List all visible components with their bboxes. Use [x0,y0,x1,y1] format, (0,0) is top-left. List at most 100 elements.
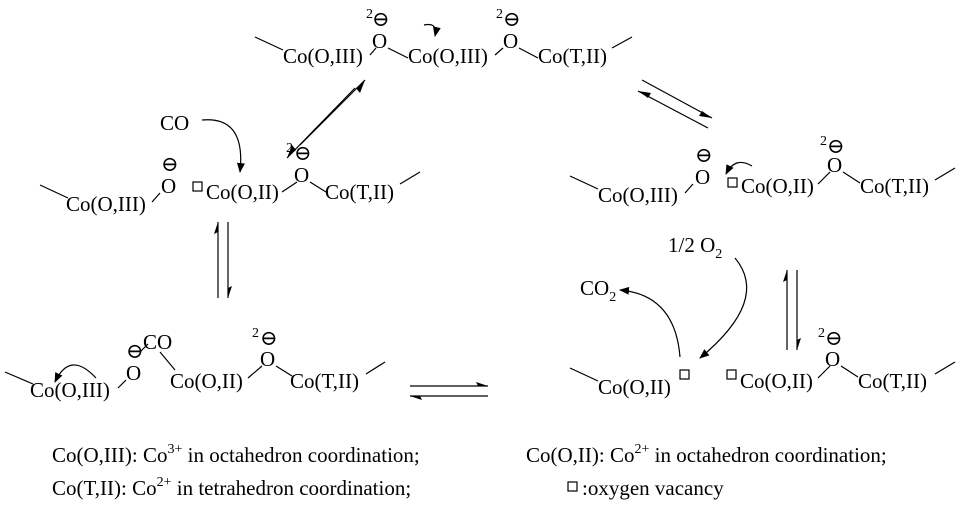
oxygen-vacancy-icon [679,369,690,380]
half-o2-label: 1/2 O2 [668,233,722,262]
charge-minus-symbol: ⊖ [695,143,713,167]
equilibrium-arrows-bottom-horizontal [410,382,488,400]
bond-line [518,47,539,59]
oxygen-label: O [260,347,275,371]
equilibrium-arrow-forward [286,87,356,159]
bond-line [494,47,504,56]
bond-line [4,371,34,385]
charge-minus-symbol: ⊖ [294,141,312,165]
right-bottom-structure: Co(O,II) Co(O,II) 2 ⊖ O Co(T,II) [569,326,956,399]
co-t-ii-label: Co(T,II) [290,369,359,393]
bond-line [934,361,956,375]
equilibrium-arrow-reverse [299,79,366,146]
bond-line [117,379,127,389]
oxygen-vacancy-icon [726,369,737,380]
co-o-iii-label: Co(O,III) [283,44,363,68]
bond-line [684,183,694,194]
equilibrium-arrows-left-vertical [214,222,232,298]
co2-label: CO2 [580,276,616,305]
bond-line [247,365,263,379]
co2-release-arrow [619,286,681,358]
legend-co-o-iii: Co(O,III): Co3+ in octahedron coordinati… [52,442,420,467]
oxygen-label: O [126,361,141,385]
co-o-iii-label: Co(O,III) [598,183,678,207]
o2-adsorption-arrow [699,257,748,359]
oxygen-label: O [695,165,710,189]
bond-line [399,171,421,185]
bond-line [151,192,161,203]
bond-line [387,47,409,59]
bond-line [842,171,861,184]
co-o-iii-label: Co(O,III) [66,192,146,216]
oxygen-label: O [372,29,387,53]
co-t-ii-label: Co(T,II) [538,44,607,68]
top-structure: Co(O,III) 2 ⊖ O Co(O,III) 2 ⊖ O Co(T,II) [254,7,633,68]
oxygen-adsorption: 1/2 O2 [668,233,748,359]
left-middle-structure: CO Co(O,III) ⊖ O Co(O,II) 2 ⊖ O Co(T,II) [39,111,421,216]
oxygen-label: O [825,347,840,371]
co-molecule-label: CO [160,111,189,135]
bond-line [159,351,176,371]
bond-line [611,36,633,49]
equilibrium-arrow-reverse [637,90,709,129]
adsorbed-co-label: CO [143,330,172,354]
bond-line [569,367,599,382]
charge-two-label: 2 [286,141,293,156]
bond-line [365,361,386,375]
equilibrium-arrows-top-left [286,79,366,159]
legend-oxygen-vacancy: :oxygen vacancy [582,476,724,500]
bond-line [934,167,956,181]
co-o-ii-label: Co(O,II) [598,375,671,399]
co-o-ii-label: Co(O,II) [740,369,813,393]
bond-line [817,365,831,379]
bond-line [369,47,377,56]
oxygen-vacancy-icon [192,181,203,192]
electron-arrow [54,364,97,383]
charge-two-label: 2 [820,134,827,149]
co-o-ii-label: Co(O,II) [741,174,814,198]
oxygen-label: O [294,163,309,187]
charge-two-label: 2 [366,7,373,22]
electron-arrow [423,23,441,37]
electron-arrow [725,161,753,175]
co-t-ii-label: Co(T,II) [858,369,927,393]
left-bottom-structure: Co(O,III) ⊖ O CO Co(O,II) 2 ⊖ O Co(T,II) [4,326,386,402]
bond-line [817,171,831,185]
charge-two-label: 2 [252,326,259,341]
charge-minus-symbol: ⊖ [161,152,179,176]
co-adsorption-arrow [201,119,245,173]
co-t-ii-label: Co(T,II) [860,174,929,198]
oxygen-label: O [503,29,518,53]
bond-line [309,181,327,193]
bond-line [254,36,284,51]
legend-vacancy-icon [567,481,578,492]
bond-line [139,343,149,353]
equilibrium-arrow-forward [641,79,713,119]
equilibrium-arrows-right-vertical [783,270,801,350]
legend: Co(O,III): Co3+ in octahedron coordinati… [52,442,887,500]
co-t-ii-label: Co(T,II) [325,180,394,204]
bond-line [569,175,599,190]
charge-two-label: 2 [818,326,825,341]
charge-minus-symbol: ⊖ [372,7,390,31]
right-middle-structure: Co(O,III) ⊖ O Co(O,II) 2 ⊖ O Co(T,II) [569,134,956,207]
legend-co-t-ii: Co(T,II): Co2+ in tetrahedron coordinati… [52,475,411,500]
oxygen-label: O [827,153,842,177]
bond-line [281,181,298,193]
co2-release: CO2 [580,276,681,358]
oxygen-label: O [161,174,176,198]
co-o-ii-label: Co(O,II) [170,369,243,393]
equilibrium-arrows-top-right [637,79,713,129]
bond-line [840,365,859,378]
charge-minus-symbol: ⊖ [126,339,144,363]
co-o-ii-label: Co(O,II) [206,180,279,204]
charge-minus-symbol: ⊖ [825,326,843,350]
legend-co-o-ii: Co(O,II): Co2+ in octahedron coordinatio… [526,442,887,467]
charge-minus-symbol: ⊖ [503,7,521,31]
bond-line [275,365,293,377]
bond-line [39,184,69,199]
co-o-iii-label: Co(O,III) [408,44,488,68]
co-o-iii-label: Co(O,III) [30,378,110,402]
